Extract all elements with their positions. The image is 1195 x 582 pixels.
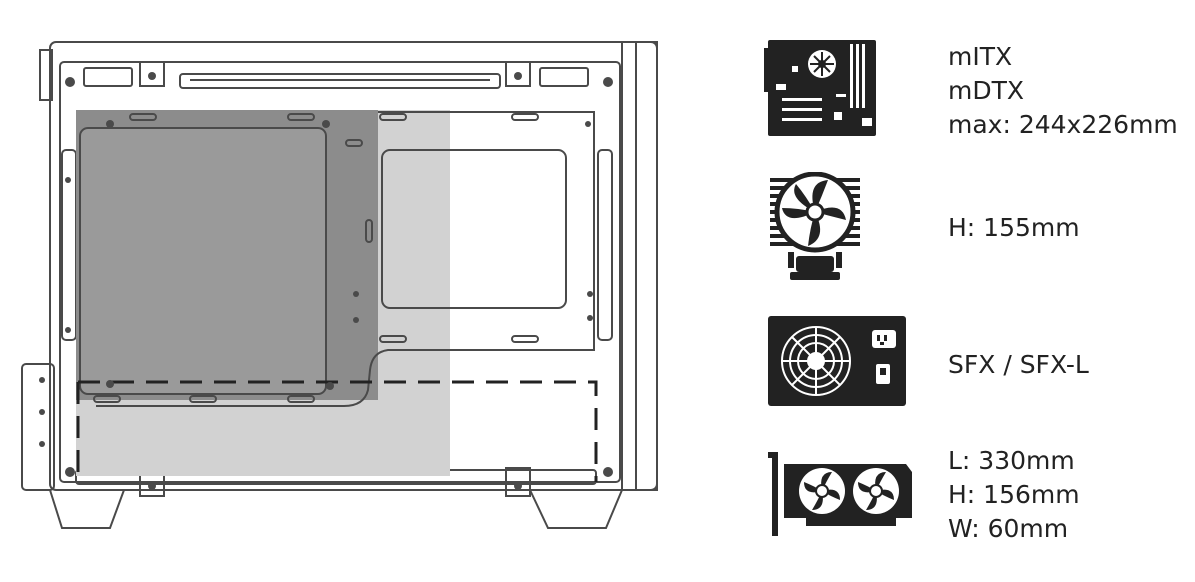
cpu-cooler-icon	[770, 172, 860, 280]
motherboard-icon	[764, 40, 876, 136]
inner-frame	[59, 61, 621, 483]
cpu-cooler-spec-text: H: 155mm	[948, 211, 1080, 245]
gpu-spec-text: L: 330mm H: 156mm W: 60mm	[948, 444, 1080, 546]
psu-spec-text: SFX / SFX-L	[948, 348, 1089, 382]
gpu-clearance-outline	[76, 380, 598, 482]
motherboard-spec-text: mITX mDTX max: 244x226mm	[948, 40, 1178, 142]
psu-form-factor: SFX / SFX-L	[948, 350, 1089, 379]
motherboard-tray-plate	[79, 127, 327, 395]
cpu-cooler-height: H: 155mm	[948, 213, 1080, 242]
gpu-width: W: 60mm	[948, 514, 1069, 543]
case-side-view-diagram	[21, 41, 658, 529]
case-foot-left	[49, 489, 125, 529]
inner-cutout	[381, 149, 567, 309]
motherboard-form-factor-mdtx: mDTX	[948, 76, 1025, 105]
front-panel	[621, 41, 658, 491]
psu-icon	[768, 316, 906, 406]
expansion-bracket	[21, 363, 55, 491]
motherboard-form-factor-mitx: mITX	[948, 42, 1013, 71]
gpu-length: L: 330mm	[948, 446, 1075, 475]
graphics-card-icon	[768, 452, 912, 536]
gpu-height: H: 156mm	[948, 480, 1080, 509]
case-foot-right	[529, 489, 623, 529]
motherboard-max-size: max: 244x226mm	[948, 110, 1178, 139]
top-rail	[179, 73, 501, 89]
